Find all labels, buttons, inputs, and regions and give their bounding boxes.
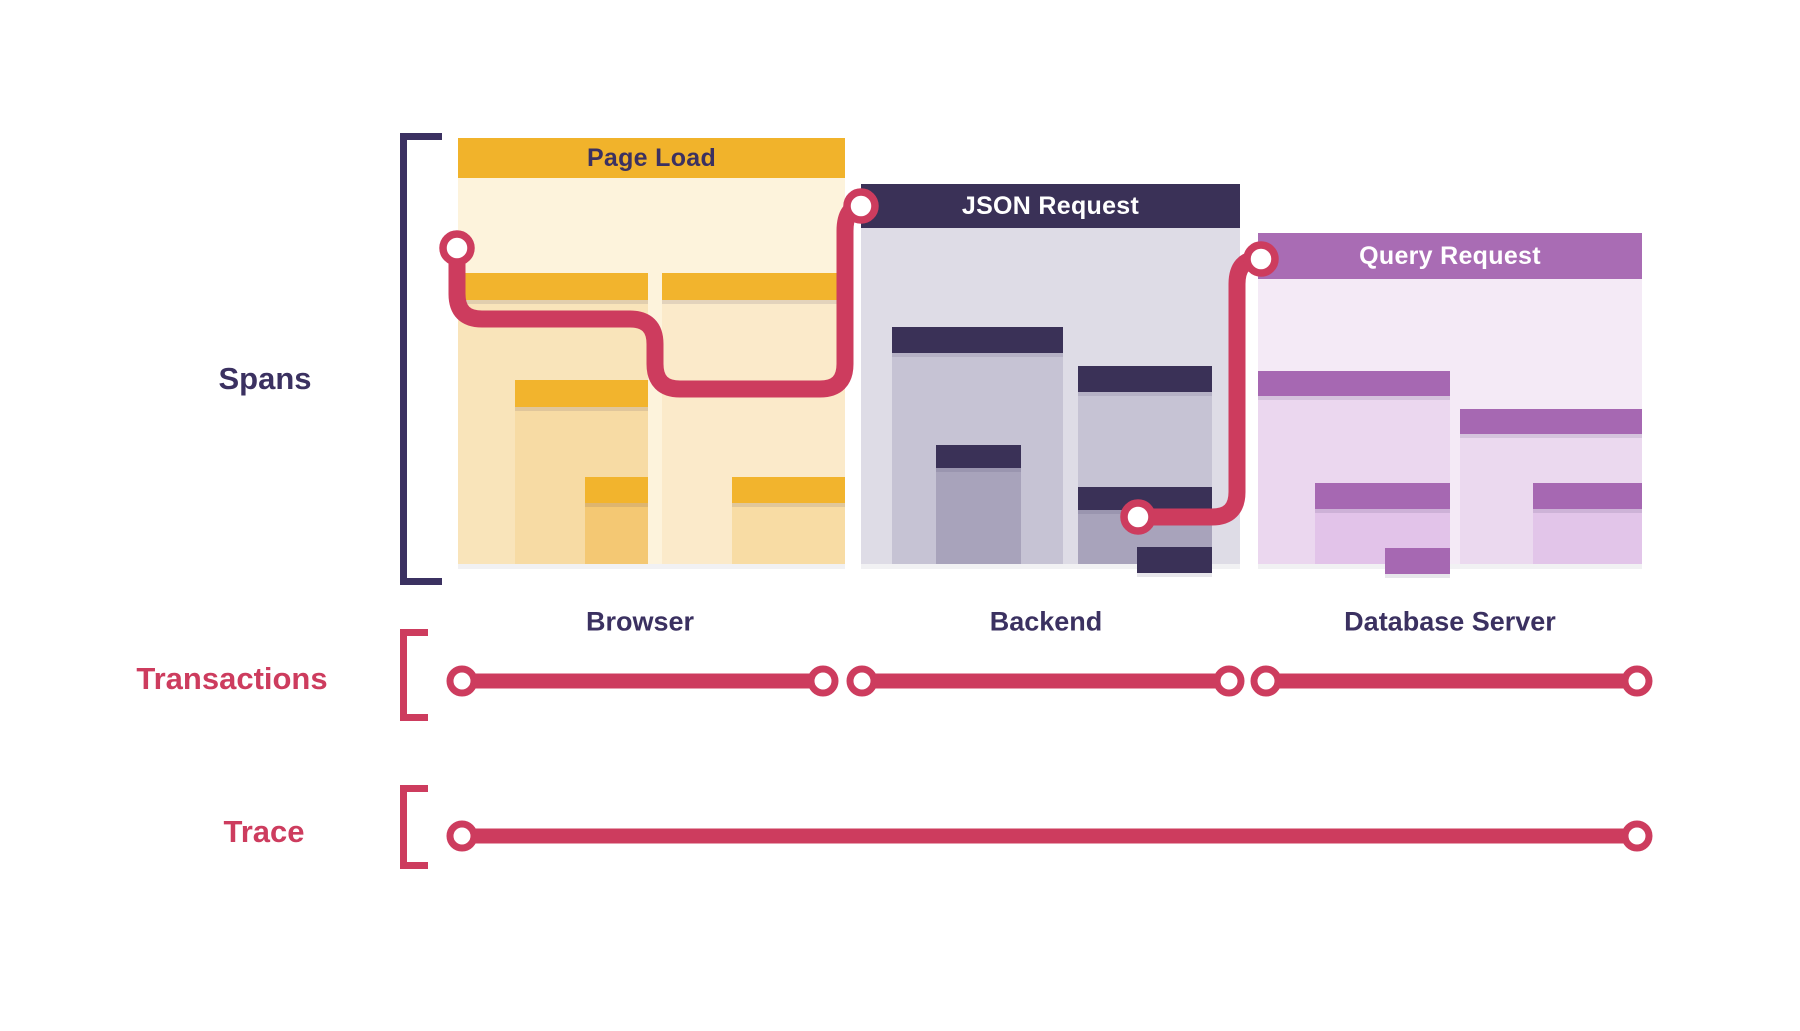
spans-label: Spans <box>218 361 312 396</box>
span-block <box>585 477 648 564</box>
trace-endpoint-circle <box>1621 820 1653 852</box>
span-block-header <box>1078 487 1212 510</box>
span-block-header <box>585 477 648 503</box>
spans-bracket <box>400 133 442 585</box>
span-block-header <box>1460 409 1642 434</box>
query-request-title: Query Request <box>1359 241 1541 270</box>
query-request-body <box>1258 279 1642 574</box>
span-block <box>1137 547 1212 573</box>
span-block-header <box>662 273 845 300</box>
panel-page-load: Page Load <box>458 138 845 564</box>
span-block <box>936 445 1021 564</box>
span-block-header <box>732 477 845 503</box>
panel-json-request: JSON Request <box>861 184 1240 573</box>
page-load-header: Page Load <box>458 138 845 178</box>
service-label-database-server: Database Server <box>1344 606 1556 637</box>
service-label-browser: Browser <box>585 606 695 637</box>
page-load-title: Page Load <box>586 143 717 172</box>
span-block-header <box>1533 483 1642 509</box>
transaction-endpoint-circle <box>1213 665 1245 697</box>
query-request-header: Query Request <box>1258 233 1642 279</box>
panel-query-request: Query Request <box>1258 233 1642 574</box>
json-request-title: JSON Request <box>961 191 1140 220</box>
json-request-header: JSON Request <box>861 184 1240 228</box>
span-block-header <box>515 380 648 407</box>
span-block-header <box>1137 547 1212 573</box>
transaction-endpoint-circle <box>446 665 478 697</box>
span-block <box>1533 483 1642 564</box>
span-block-header <box>1258 371 1450 396</box>
span-block <box>732 477 845 564</box>
span-block-header <box>1078 366 1212 392</box>
span-block <box>1385 548 1450 574</box>
transaction-endpoint-circle <box>1250 665 1282 697</box>
span-block-header <box>1385 548 1450 574</box>
trace-endpoint-circle <box>446 820 478 852</box>
service-label-backend: Backend <box>989 606 1103 637</box>
transaction-endpoint-circle <box>807 665 839 697</box>
json-request-body <box>861 228 1240 573</box>
transaction-endpoint-circle <box>1621 665 1653 697</box>
span-block-header <box>1315 483 1450 509</box>
span-block-header <box>936 445 1021 468</box>
trace-bracket <box>400 785 428 869</box>
transactions-label: Transactions <box>136 661 328 696</box>
span-block-header <box>892 327 1063 353</box>
trace-label: Trace <box>223 814 305 849</box>
page-load-body <box>458 178 845 564</box>
transactions-bracket <box>400 629 428 721</box>
span-block-header <box>458 273 648 300</box>
transaction-endpoint-circle <box>846 665 878 697</box>
